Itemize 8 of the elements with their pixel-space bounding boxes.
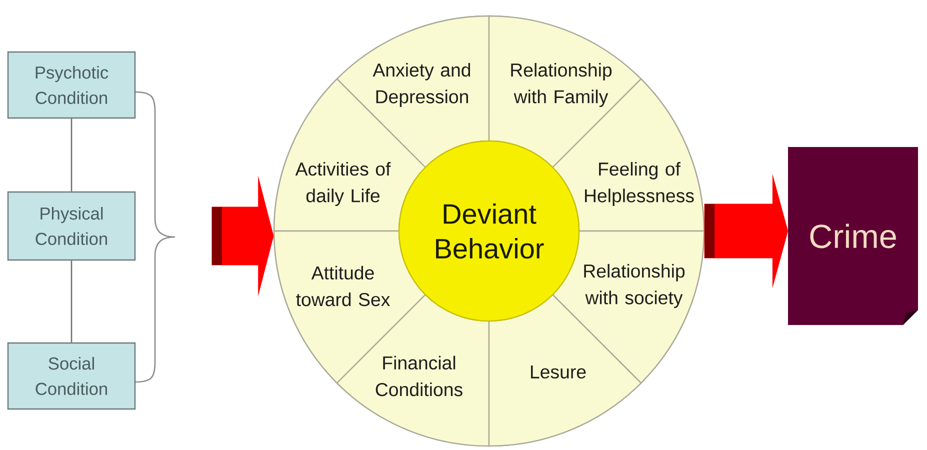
text-box: Psychotic Condition: [7, 51, 136, 119]
block-arrow: [704, 174, 788, 288]
connector-line: [70, 260, 72, 342]
text-box: Social Condition: [7, 342, 136, 410]
connector-line: [70, 118, 72, 192]
document-box: Crime: [788, 147, 918, 325]
block-arrow: [212, 176, 274, 296]
text-box: Physical Condition: [7, 191, 136, 261]
